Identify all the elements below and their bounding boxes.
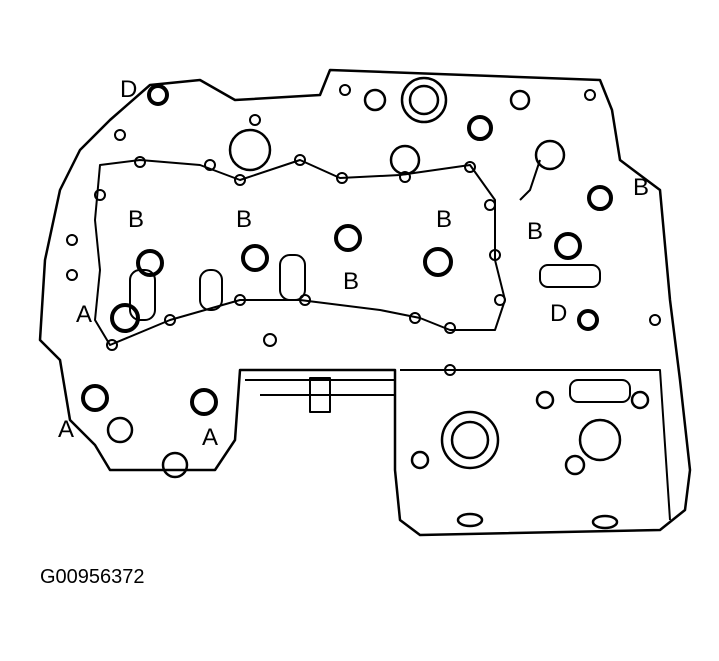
label-b: B: [343, 268, 360, 295]
bore: [578, 418, 622, 462]
gasket-outline: [94, 159, 506, 346]
label-a: A: [58, 416, 75, 443]
bore: [535, 390, 555, 410]
valve-body-outline: [38, 68, 692, 537]
bolt-b: [554, 232, 582, 260]
bolt-b: [587, 185, 613, 211]
label-d: D: [120, 76, 138, 103]
bolt-a: [110, 303, 140, 333]
label-a: A: [202, 424, 219, 451]
label-b: B: [633, 174, 650, 201]
bore: [400, 76, 448, 124]
figure-caption: G00956372: [40, 566, 145, 588]
bore: [408, 84, 440, 116]
bore: [161, 451, 189, 479]
bore: [456, 512, 484, 528]
bolt-d: [577, 309, 599, 331]
bore: [591, 514, 619, 530]
valve-spools: [129, 159, 631, 403]
bore: [410, 450, 430, 470]
bolt-b: [423, 247, 453, 277]
label-b: B: [128, 206, 145, 233]
bolt-b: [334, 224, 362, 252]
bolt-c: [467, 115, 493, 141]
bolt-b: [136, 249, 164, 277]
label-d: D: [550, 300, 568, 327]
bolt-d: [147, 84, 169, 106]
gasket-holes: [66, 84, 661, 376]
bore: [106, 416, 134, 444]
bore: [363, 88, 387, 112]
bore: [440, 410, 500, 470]
label-b: B: [436, 206, 453, 233]
bore: [509, 89, 531, 111]
bolt-a: [190, 388, 218, 416]
label-b: B: [527, 218, 544, 245]
label-b: B: [236, 206, 253, 233]
bolt-b: [241, 244, 269, 272]
bore: [450, 420, 490, 460]
bore: [564, 454, 586, 476]
lower-right-block: [400, 369, 671, 521]
bore: [534, 139, 566, 171]
bore: [630, 390, 650, 410]
label-a: A: [76, 301, 93, 328]
bore: [228, 128, 272, 172]
bolt-a: [81, 384, 109, 412]
bore: [389, 144, 421, 176]
bolts: [81, 84, 613, 416]
lower-channel: [245, 377, 395, 413]
